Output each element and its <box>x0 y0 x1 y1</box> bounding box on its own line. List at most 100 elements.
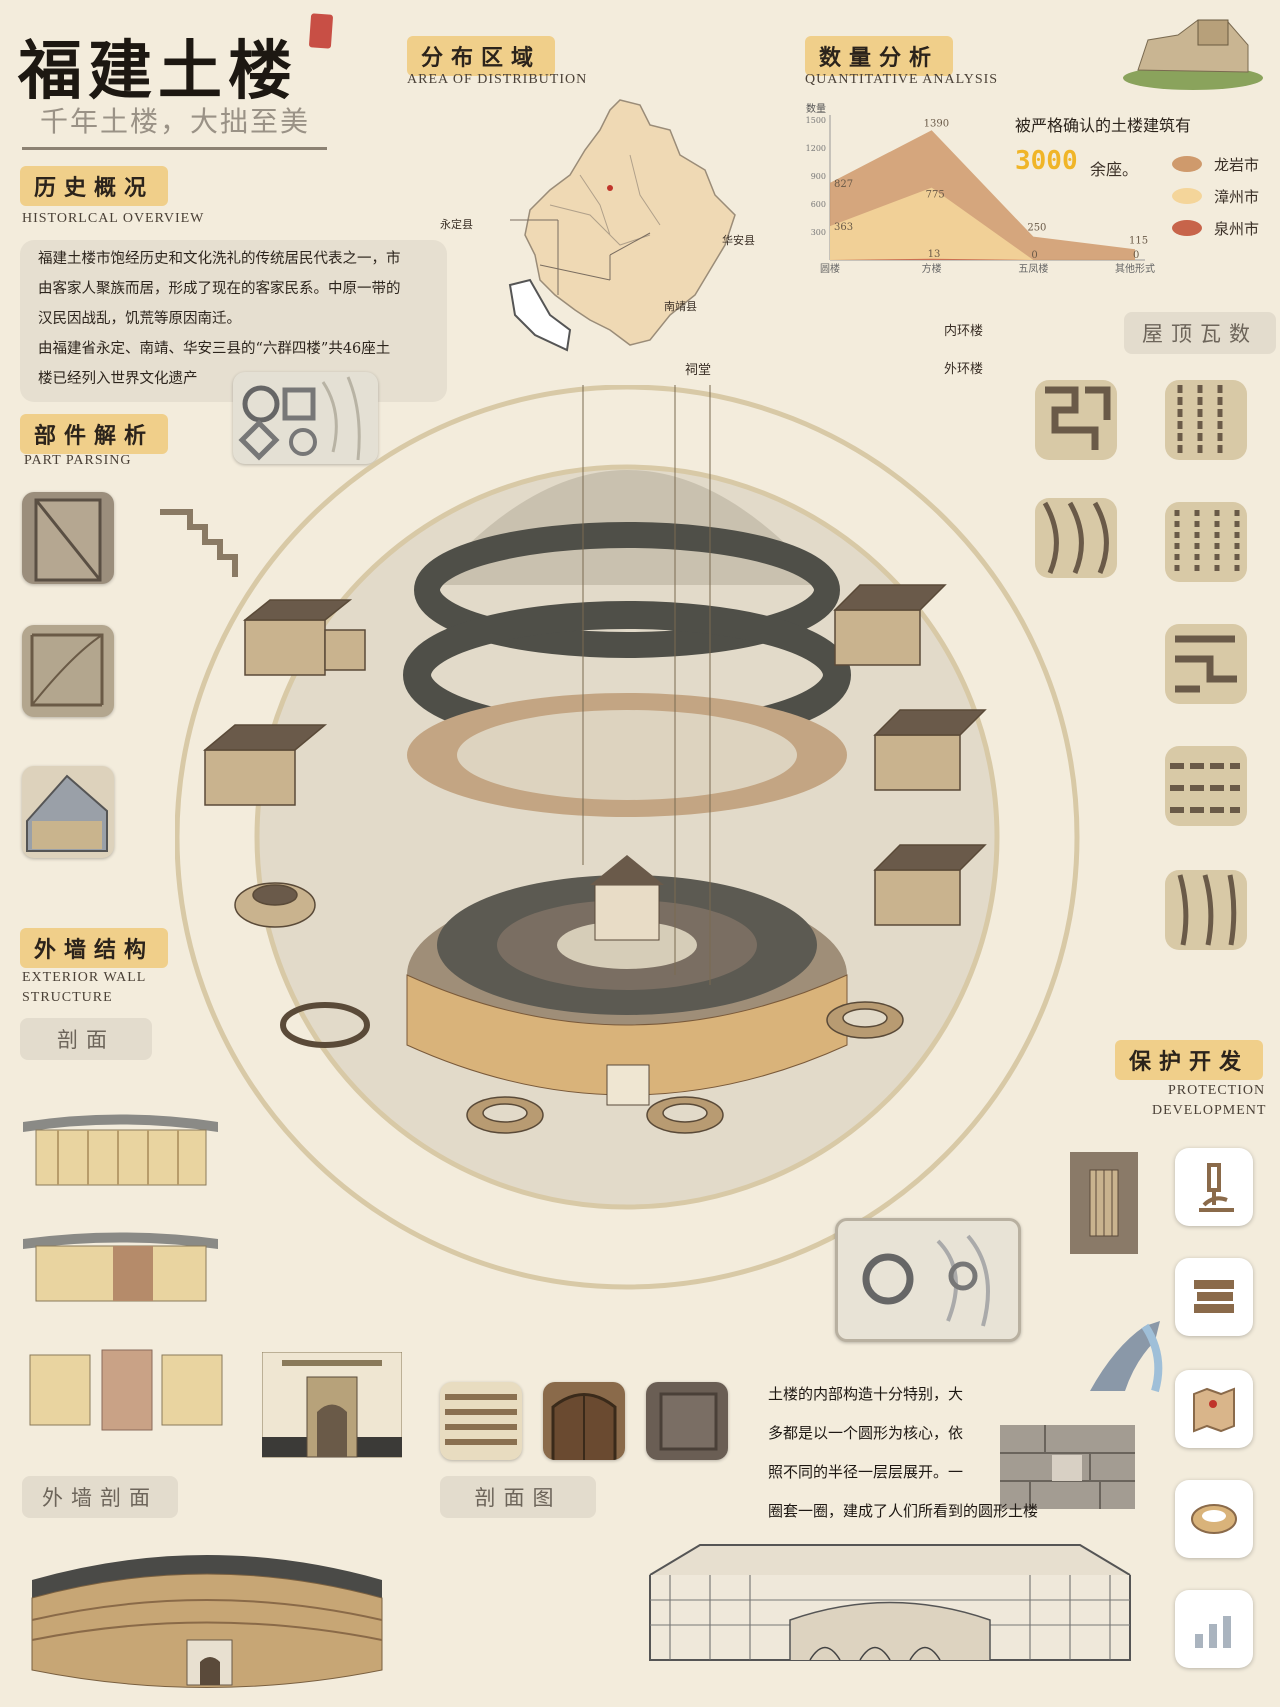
roof-tile-pattern <box>1165 380 1247 460</box>
history-line: 汉民因战乱，饥荒等原因南迁。 <box>38 311 241 327</box>
round-tulou-icon[interactable] <box>1175 1480 1253 1558</box>
page-subtitle: 千年土楼，大拙至美 <box>40 105 311 138</box>
microscope-icon[interactable] <box>1175 1148 1253 1226</box>
legend-item: 龙岩市 <box>1172 148 1259 180</box>
data-label: 250 <box>1027 223 1046 234</box>
tulou-exterior-render <box>22 1530 392 1690</box>
roof-part-thumbnail <box>22 766 114 858</box>
tulou-section-elevation <box>640 1535 1140 1665</box>
history-line: 楼已经列入世界文化遗产 <box>38 371 198 387</box>
section-detail-thumbnail <box>440 1382 522 1460</box>
window-detail-drawing <box>1070 1152 1138 1254</box>
distribution-tag: 分布区域 <box>407 36 556 76</box>
wall-en-line2: STRUCTURE <box>22 990 113 1005</box>
legend-swatch-quanzhou <box>1172 220 1202 236</box>
history-text-box: 福建土楼市饱经历史和文化洗礼的传统居民代表之一，市 由客家人聚族而居，形成了现在… <box>20 240 447 402</box>
y-axis-label: 数量 <box>806 102 826 115</box>
staircase-part-thumbnail <box>150 492 242 584</box>
confirmed-count-suffix: 余座。 <box>1090 160 1139 179</box>
history-tag: 历史概况 <box>20 166 169 206</box>
door-part-thumbnail <box>22 492 114 584</box>
wall-section-drawing <box>18 1224 223 1309</box>
data-label: 115 <box>1129 235 1148 246</box>
map-label-yongding: 永定县 <box>440 218 473 231</box>
data-label: 0 <box>1133 250 1139 261</box>
legend-swatch-zhangzhou <box>1172 188 1202 204</box>
exploded-tulou-diagram <box>174 329 1080 1290</box>
analysis-en-label: QUANTITATIVE ANALYSIS <box>805 72 999 87</box>
corner-part-thumbnail <box>22 625 114 717</box>
analysis-tag: 数量分析 <box>805 36 954 76</box>
map-label-huaan: 华安县 <box>722 234 755 247</box>
description-line: 多都是以一个圆形为核心，依 <box>768 1424 964 1442</box>
data-label: 13 <box>928 249 941 260</box>
legend-label: 泉州市 <box>1214 219 1260 238</box>
data-label: 0 <box>1031 250 1037 261</box>
roof-tile-pattern <box>1165 870 1247 950</box>
data-label: 827 <box>834 179 853 190</box>
confirmed-count-number: 3000 <box>1015 146 1078 176</box>
map-inset <box>505 275 575 355</box>
x-tick-label: 五凤楼 <box>1018 262 1048 275</box>
parts-tag: 部件解析 <box>20 414 169 454</box>
site-plan-zoom-thumbnail <box>835 1218 1021 1342</box>
protection-tag: 保护开发 <box>1115 1040 1264 1080</box>
wall-section-button[interactable]: 外墙剖面 <box>22 1476 178 1518</box>
page-title: 福建土楼 <box>18 34 298 109</box>
wall-en-line1: EXTERIOR WALL <box>22 970 147 985</box>
quantity-area-chart: 数量30060090012001500圆楼方楼五凤楼其他形式8273631390… <box>806 102 1155 275</box>
map-icon[interactable] <box>1175 1370 1253 1448</box>
description-line: 照不同的半径一层层展开。一 <box>768 1463 964 1481</box>
chart-icon[interactable] <box>1175 1590 1253 1668</box>
description-line: 圈套一圈，建成了人们所看到的圆形土楼 <box>768 1502 1039 1520</box>
red-seal-stamp <box>308 13 334 49</box>
data-label: 775 <box>926 190 945 201</box>
y-tick-label: 300 <box>811 228 826 237</box>
gate-elevation-drawing <box>261 1351 403 1462</box>
roof-tile-pattern <box>1165 746 1247 826</box>
fortress-illustration <box>1118 10 1268 90</box>
history-line: 由福建省永定、南靖、华安三县的“六群四楼”共46座土 <box>38 341 391 357</box>
section-detail-thumbnail <box>646 1382 728 1460</box>
title-divider <box>22 147 327 150</box>
roof-tile-pattern <box>1165 502 1247 582</box>
legend-label: 漳州市 <box>1214 187 1260 206</box>
y-tick-label: 900 <box>811 172 826 181</box>
waterfall-illustration <box>1085 1306 1175 1396</box>
history-line: 福建土楼市饱经历史和文化洗礼的传统居民代表之一，市 <box>38 251 401 267</box>
confirmed-count-text: 被严格确认的土楼建筑有 <box>1015 116 1192 135</box>
history-en-label: HISTORLCAL OVERVIEW <box>22 211 205 226</box>
stone-foundation-drawing <box>1000 1425 1135 1509</box>
callout-ancestral-hall: 祠堂 <box>685 363 712 378</box>
legend-item: 漳州市 <box>1172 180 1259 212</box>
area-series <box>830 258 1135 260</box>
y-tick-label: 600 <box>811 200 826 209</box>
section-view-button[interactable]: 剖面图 <box>440 1476 596 1518</box>
distribution-en-label: AREA OF DISTRIBUTION <box>407 72 588 87</box>
x-tick-label: 其他形式 <box>1115 262 1155 275</box>
books-icon[interactable] <box>1175 1258 1253 1336</box>
section-button[interactable]: 剖面 <box>20 1018 152 1060</box>
structure-description: 土楼的内部构造十分特别，大 多都是以一个圆形为核心，依 照不同的半径一层层展开。… <box>768 1375 1038 1531</box>
protection-en-line1: PROTECTION <box>1168 1083 1266 1098</box>
legend-item: 泉州市 <box>1172 212 1259 244</box>
protection-en-line2: DEVELOPMENT <box>1152 1103 1267 1118</box>
description-line: 土楼的内部构造十分特别，大 <box>768 1385 964 1403</box>
site-plan-thumbnail <box>233 372 378 464</box>
history-line: 由客家人聚族而居，形成了现在的客家民系。中原一带的 <box>38 281 401 297</box>
legend-label: 龙岩市 <box>1214 155 1260 174</box>
roof-tile-pattern <box>1165 624 1247 704</box>
wall-section-drawing <box>22 1345 227 1435</box>
roof-tile-pattern <box>1035 498 1117 578</box>
y-tick-label: 1200 <box>806 144 826 153</box>
y-tick-label: 1500 <box>806 116 826 125</box>
callout-outer-ring: 外环楼 <box>944 362 984 377</box>
legend-swatch-longyan <box>1172 156 1202 172</box>
map-label-nanjing: 南靖县 <box>664 300 697 313</box>
data-label: 363 <box>834 222 853 233</box>
chart-legend: 龙岩市 漳州市 泉州市 <box>1172 148 1259 244</box>
data-label: 1390 <box>924 118 949 129</box>
roof-tile-pattern <box>1035 380 1117 460</box>
callout-inner-ring: 内环楼 <box>944 324 984 339</box>
roof-tile-tag: 屋顶瓦数 <box>1124 312 1276 354</box>
